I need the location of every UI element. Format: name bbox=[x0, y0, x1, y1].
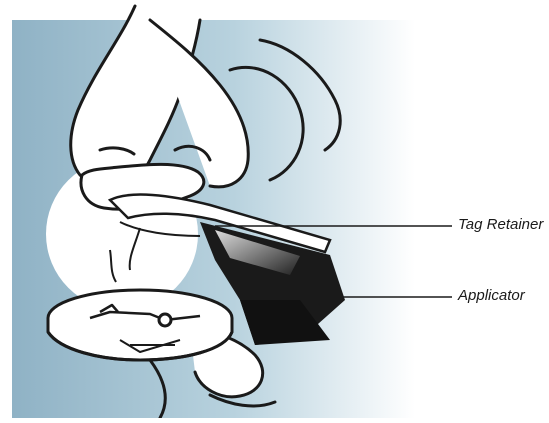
tag-retainer-label: Tag Retainer bbox=[458, 217, 543, 232]
applicator-label: Applicator bbox=[458, 288, 525, 303]
tag-disc bbox=[48, 290, 232, 360]
